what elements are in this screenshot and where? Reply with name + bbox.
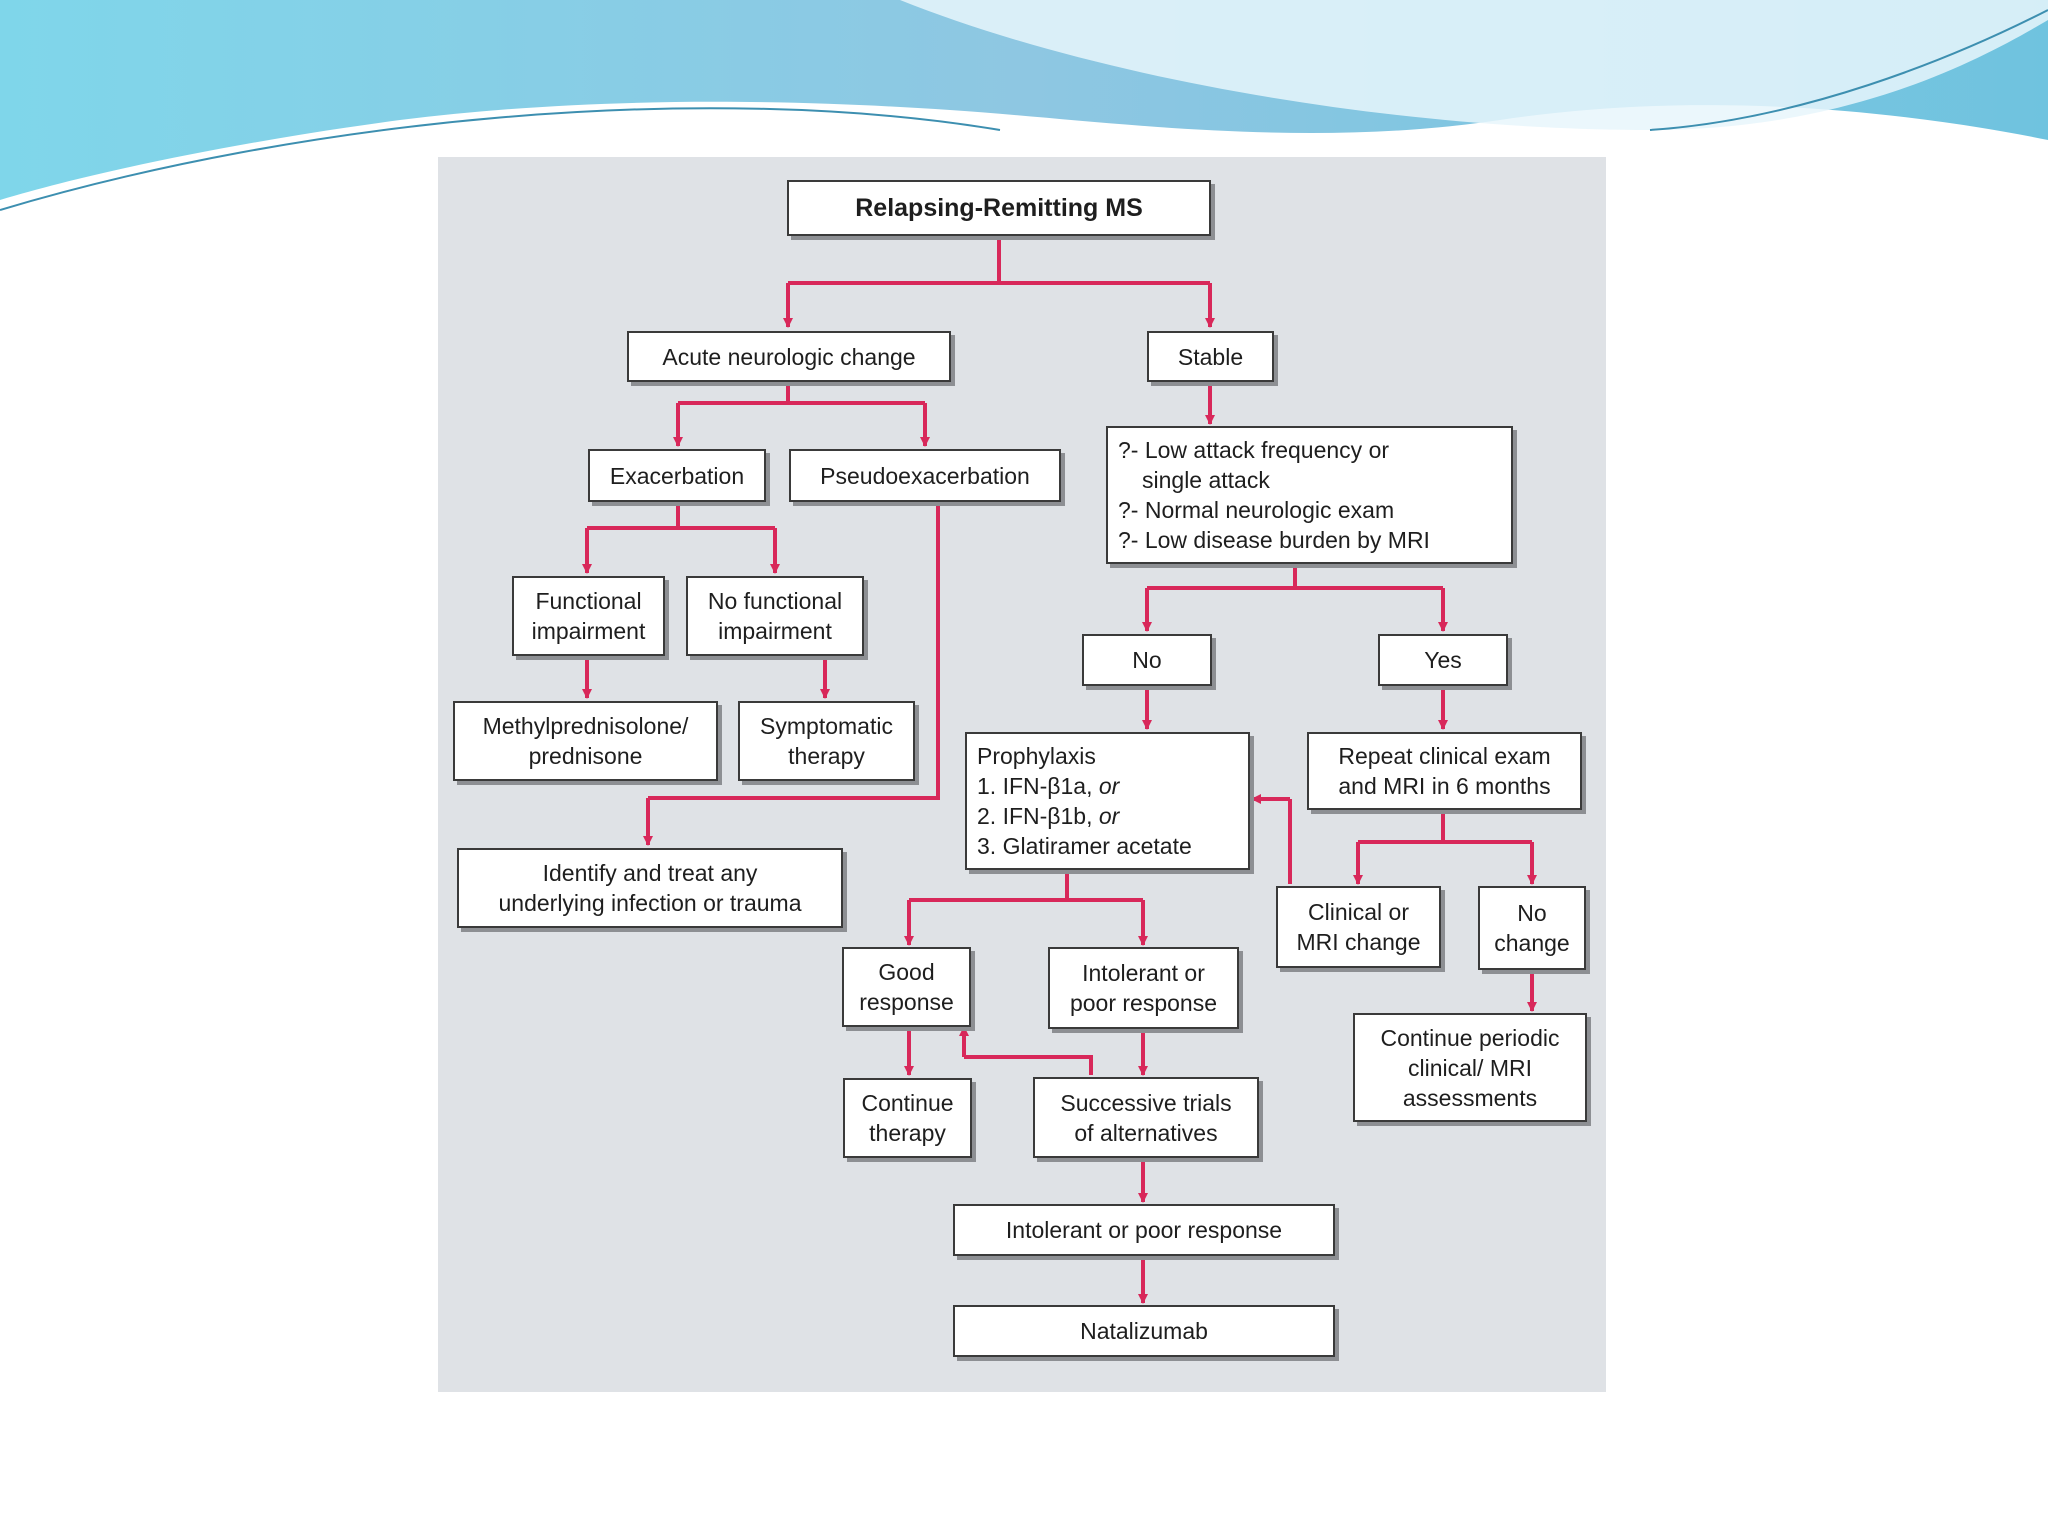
node-prophylaxis: Prophylaxis 1. IFN-β1a, or 2. IFN-β1b, o… bbox=[965, 732, 1250, 870]
connector-exacerbation-split bbox=[587, 502, 775, 530]
node-successive-trials: Successive trials of alternatives bbox=[1033, 1077, 1259, 1158]
criteria-line: single attack bbox=[1142, 467, 1270, 493]
connector-acute-split bbox=[678, 382, 925, 405]
node-label-line: MRI change bbox=[1296, 929, 1421, 955]
prophylaxis-drug: 1. IFN-β1a, bbox=[977, 773, 1099, 799]
prophylaxis-drug: 2. IFN-β1b, bbox=[977, 803, 1099, 829]
node-label-line: and MRI in 6 months bbox=[1338, 773, 1551, 799]
prophylaxis-or: or bbox=[1098, 803, 1120, 829]
node-methylprednisolone: Methylprednisolone/ prednisone bbox=[453, 701, 718, 781]
node-no: No bbox=[1082, 634, 1212, 686]
connector-repeat-split bbox=[1358, 810, 1532, 844]
node-label-line: Repeat clinical exam bbox=[1338, 743, 1551, 769]
prophylaxis-line: 1. IFN-β1a, or bbox=[977, 771, 1119, 801]
node-natalizumab: Natalizumab bbox=[953, 1305, 1335, 1357]
connector-successive-to-good bbox=[964, 1055, 1093, 1075]
node-label-line: poor response bbox=[1069, 990, 1218, 1016]
node-exacerbation: Exacerbation bbox=[588, 449, 766, 502]
node-stable: Stable bbox=[1147, 331, 1274, 382]
connector-pseudo-to-identify bbox=[648, 502, 940, 800]
node-label-line: Good bbox=[878, 959, 935, 985]
node-label-line: change bbox=[1494, 930, 1570, 956]
node-label: Stable bbox=[1177, 343, 1244, 370]
node-symptomatic-therapy: Symptomatic therapy bbox=[738, 701, 915, 781]
node-label-line: assessments bbox=[1402, 1084, 1538, 1111]
node-label-line: underlying infection or trauma bbox=[498, 890, 802, 916]
node-continue-therapy: Continue therapy bbox=[843, 1078, 972, 1158]
node-criteria: ?- Low attack frequency or single attack… bbox=[1106, 426, 1513, 564]
node-continue-periodic-assessments: Continue periodic clinical/ MRI assessme… bbox=[1353, 1013, 1587, 1122]
node-label-line: of alternatives bbox=[1074, 1119, 1218, 1146]
node-relapsing-remitting-ms: Relapsing-Remitting MS bbox=[787, 180, 1211, 236]
connector-criteria-split bbox=[1147, 564, 1443, 590]
node-label-line: therapy bbox=[788, 743, 865, 769]
node-label-line: clinical/ MRI bbox=[1408, 1054, 1532, 1081]
node-acute-neurologic-change: Acute neurologic change bbox=[627, 331, 951, 382]
node-label-line: prednisone bbox=[528, 743, 643, 769]
node-label-line: therapy bbox=[869, 1120, 946, 1146]
node-label-line: impairment bbox=[718, 618, 832, 644]
connector-prophylaxis-split bbox=[909, 870, 1143, 902]
node-label-line: Continue bbox=[861, 1090, 954, 1116]
node-label-line: Functional bbox=[535, 588, 642, 614]
node-label-line: Successive trials bbox=[1060, 1089, 1232, 1116]
node-no-functional-impairment: No functional impairment bbox=[686, 576, 864, 656]
node-functional-impairment: Functional impairment bbox=[512, 576, 665, 656]
node-label: Intolerant or poor response bbox=[1005, 1217, 1283, 1243]
node-good-response: Good response bbox=[842, 947, 971, 1027]
node-label: Yes bbox=[1424, 647, 1462, 673]
node-label: Pseudoexacerbation bbox=[820, 462, 1030, 489]
prophylaxis-heading: Prophylaxis bbox=[977, 743, 1096, 769]
node-label-line: Continue periodic bbox=[1380, 1024, 1560, 1051]
node-no-change: No change bbox=[1478, 886, 1586, 970]
criteria-line: ?- Normal neurologic exam bbox=[1118, 497, 1395, 523]
node-intolerant-or-poor-response: Intolerant or poor response bbox=[1048, 947, 1239, 1029]
prophylaxis-line: 2. IFN-β1b, or bbox=[977, 801, 1119, 831]
node-label-line: impairment bbox=[531, 618, 646, 644]
node-clinical-or-mri-change: Clinical or MRI change bbox=[1276, 886, 1441, 968]
header-wave-decoration bbox=[0, 0, 2048, 211]
node-label-line: Symptomatic bbox=[760, 713, 893, 739]
node-label-line: response bbox=[859, 989, 954, 1015]
node-label-line: Intolerant or bbox=[1082, 960, 1205, 986]
prophylaxis-line: 3. Glatiramer acetate bbox=[977, 833, 1192, 859]
node-intolerant-or-poor-response-2: Intolerant or poor response bbox=[953, 1204, 1335, 1256]
node-label: Acute neurologic change bbox=[662, 343, 916, 370]
node-label-line: Clinical or bbox=[1308, 899, 1409, 925]
node-label-line: No bbox=[1517, 900, 1547, 926]
node-label-line: No functional bbox=[707, 588, 843, 614]
node-label-line: Methylprednisolone/ bbox=[482, 713, 689, 739]
node-yes: Yes bbox=[1378, 634, 1508, 686]
node-label: Exacerbation bbox=[609, 462, 745, 489]
criteria-line: ?- Low disease burden by MRI bbox=[1118, 527, 1430, 553]
prophylaxis-or: or bbox=[1098, 773, 1120, 799]
criteria-line: ?- Low attack frequency or bbox=[1118, 437, 1390, 463]
node-pseudoexacerbation: Pseudoexacerbation bbox=[789, 449, 1061, 502]
node-label-line: Identify and treat any bbox=[542, 860, 758, 886]
node-identify-and-treat: Identify and treat any underlying infect… bbox=[457, 848, 843, 928]
node-repeat-clinical-exam: Repeat clinical exam and MRI in 6 months bbox=[1307, 732, 1582, 810]
node-label: No bbox=[1132, 647, 1162, 673]
node-label: Relapsing-Remitting MS bbox=[855, 194, 1143, 222]
connector-title-split bbox=[788, 236, 1210, 285]
node-label: Natalizumab bbox=[1080, 1318, 1208, 1344]
